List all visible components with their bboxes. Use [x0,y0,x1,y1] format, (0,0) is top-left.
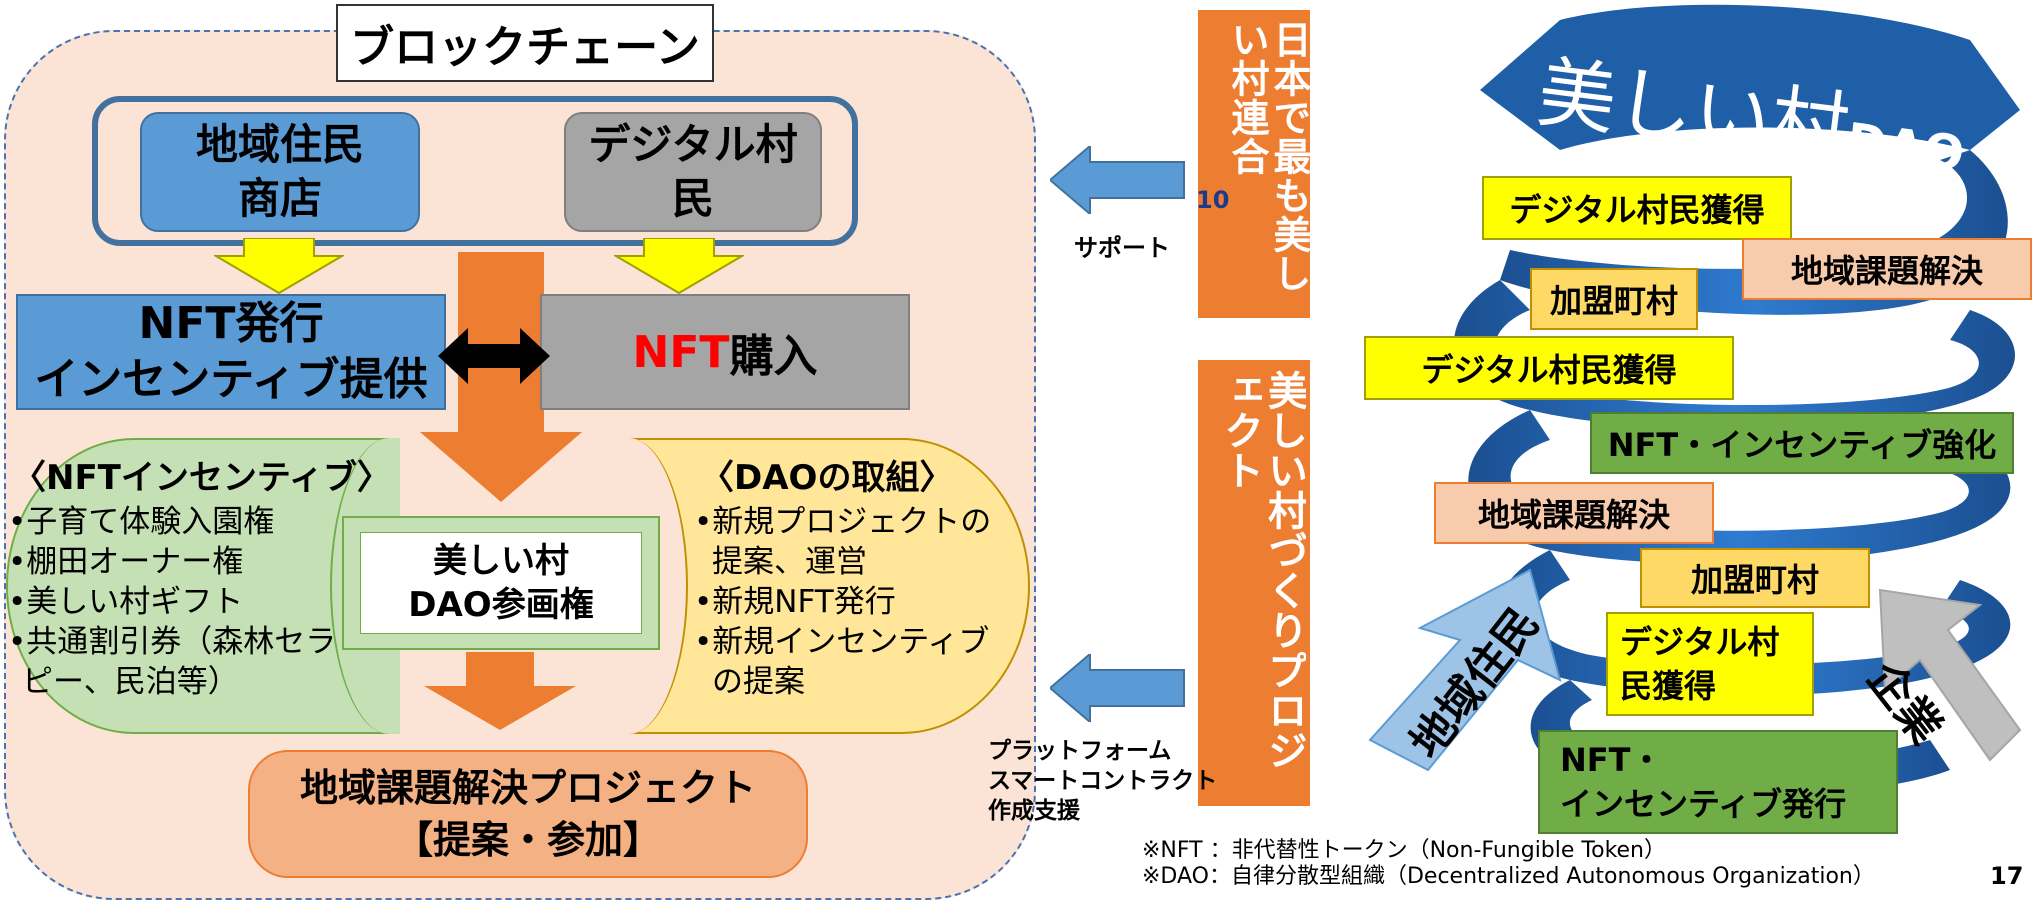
label-digital-3-line1: デジタル村 [1620,623,1780,661]
residents-shops-box: 地域住民 商店 [140,112,420,232]
footnote-dao: ※DAO：自律分散型組織（Decentralized Autonomous Or… [1142,864,1875,889]
nft-purchase-prefix: NFT [632,326,730,378]
shops-label: 商店 [237,174,322,223]
dao-efforts-panel [618,438,1030,734]
blockchain-title: ブロックチェーン [336,4,714,82]
label-nft-strengthen: NFT・インセンティブ強化 [1590,412,2014,474]
black-double-arrow [438,328,550,384]
digital-villagers-box: デジタル村民 [564,112,822,232]
residents-label: 地域住民 [195,120,364,169]
village-project-box [1198,360,1310,806]
page-number: 17 [1990,862,2024,890]
label-digital-2: デジタル村民獲得 [1364,336,1734,400]
dao-item: •新規インセンティブの提案 [694,624,990,700]
dao-efforts-list: •新規プロジェクトの提案、運営 •新規NFT発行 •新規インセンティブの提案 [694,502,1010,702]
yellow-arrow-left [214,238,344,294]
orange-down-arrow-small [424,652,576,730]
footnote-nft: ※NFT ：非代替性トークン（Non-Fungible Token） [1142,838,1667,863]
platform-support-label: プラットフォーム スマートコントラクト 作成支援 [988,736,1217,826]
spiral-title-sub: DAO [1843,112,1968,183]
federation-box [1198,10,1310,318]
nft-incentive-title: 〈NFTインセンティブ〉 [12,458,391,498]
label-nft-issue: NFT・ インセンティブ発行 [1538,730,1898,834]
project-label: 地域課題解決プロジェクト [299,766,756,810]
dao-rights-line2: DAO参画権 [408,585,594,625]
incentive-item: •共通割引券（森林セラピー、民泊等） [8,624,337,700]
incentive-provide-label: インセンティブ提供 [34,354,428,405]
nft-incentive-list: •子育て体験入園権 •棚田オーナー権 •美しい村ギフト •共通割引券（森林セラピ… [8,502,338,702]
village-project-label: 美しい村づくりプロジェクト [1217,370,1306,770]
label-nft-issue-line2: インセンティブ発行 [1560,785,1847,823]
incentive-item: •子育て体験入園権 [8,504,275,540]
platform-line2: スマートコントラクト [988,768,1218,794]
project-box: 地域課題解決プロジェクト 【提案・参加】 [248,750,808,878]
nft-issue-box: NFT発行 インセンティブ提供 [16,294,446,410]
incentive-item: •美しい村ギフト [8,584,244,620]
federation-number: 10 [1196,186,1230,214]
support-label: サポート [1074,234,1170,262]
label-member-2: 加盟町村 [1640,548,1870,608]
nft-issue-label: NFT発行 [138,298,324,349]
label-solve-1: 地域課題解決 [1742,238,2032,300]
digital-villagers-label: デジタル村民 [588,120,798,223]
incentive-item: •棚田オーナー権 [8,544,244,580]
support-arrow [1050,146,1185,214]
yellow-arrow-right [614,238,744,294]
label-solve-2: 地域課題解決 [1434,482,1714,544]
nft-purchase-suffix: 購入 [729,331,818,382]
dao-efforts-title: 〈DAOの取組〉 [700,458,954,498]
label-member-1: 加盟町村 [1530,268,1698,330]
project-sub-label: 【提案・参加】 [394,818,661,862]
label-digital-3-line2: 民獲得 [1620,667,1717,705]
dao-item: •新規プロジェクトの提案、運営 [694,504,992,580]
dao-item: •新規NFT発行 [694,584,896,620]
platform-line1: プラットフォーム [988,738,1172,764]
footnotes: ※NFT ：非代替性トークン（Non-Fungible Token） ※DAO：… [1142,838,1875,890]
platform-line3: 作成支援 [988,798,1080,824]
federation-label: 日本で最も美しい村連合 [1225,20,1310,293]
label-digital-1: デジタル村民獲得 [1482,176,1792,240]
dao-rights-line1: 美しい村 [433,541,569,581]
label-nft-issue-line1: NFT・ [1560,741,1663,779]
platform-arrow [1050,654,1185,722]
label-digital-3: デジタル村 民獲得 [1606,612,1814,716]
dao-rights-inner: 美しい村 DAO参画権 [360,532,642,634]
